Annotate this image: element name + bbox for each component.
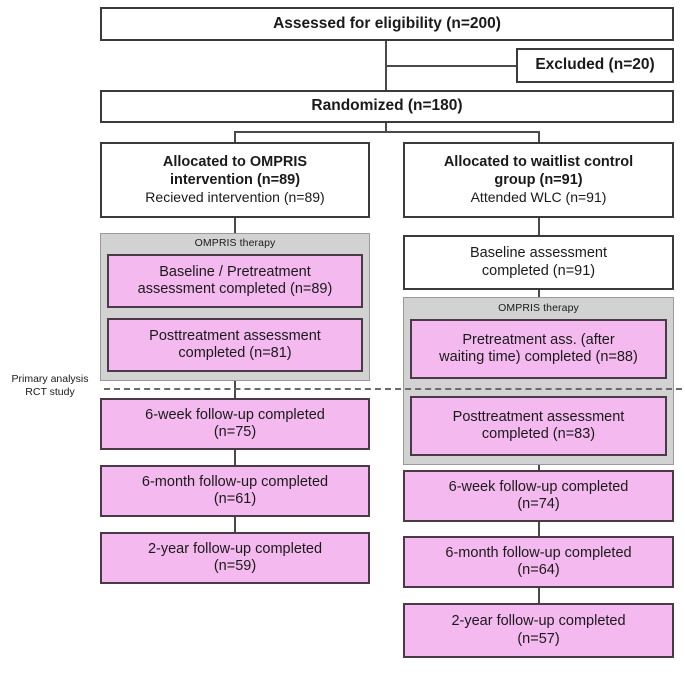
connector-right-6month-to-2year bbox=[538, 588, 540, 603]
left-allocation-line3: Recieved intervention (n=89) bbox=[145, 188, 325, 205]
connector-right-baseline-to-therapy bbox=[538, 290, 540, 297]
box-left-2year-followup: 2-year follow-up completed (n=59) bbox=[100, 532, 370, 584]
right-pretreatment-line2: waiting time) completed (n=88) bbox=[439, 349, 638, 365]
left-6month-line2: (n=61) bbox=[213, 491, 257, 507]
right-allocation-line3: Attended WLC (n=91) bbox=[470, 188, 607, 205]
box-right-pretreatment: Pretreatment ass. (after waiting time) c… bbox=[410, 319, 667, 379]
right-baseline-line1: Baseline assessment bbox=[469, 245, 607, 262]
box-right-allocation: Allocated to waitlist control group (n=9… bbox=[403, 142, 674, 218]
connector-randomization-split bbox=[234, 131, 540, 133]
box-right-6week-followup: 6-week follow-up completed (n=74) bbox=[403, 470, 674, 522]
primary-analysis-line2: RCT study bbox=[25, 386, 75, 399]
box-left-posttreatment: Posttreatment assessment completed (n=81… bbox=[107, 318, 363, 372]
left-6month-line1: 6-month follow-up completed bbox=[141, 473, 329, 490]
box-right-2year-followup: 2-year follow-up completed (n=57) bbox=[403, 603, 674, 658]
connector-randomized-stub bbox=[385, 123, 387, 132]
left-posttreatment-line2: completed (n=81) bbox=[178, 345, 292, 361]
right-6month-line1: 6-month follow-up completed bbox=[445, 544, 632, 561]
connector-to-excluded bbox=[385, 65, 516, 67]
connector-split-right bbox=[538, 131, 540, 143]
left-baseline-line2: assessment completed (n=89) bbox=[137, 281, 333, 297]
left-6week-line2: (n=75) bbox=[213, 424, 257, 440]
assessed-label: Assessed for eligibility (n=200) bbox=[273, 14, 501, 32]
connector-split-left bbox=[234, 131, 236, 143]
box-right-baseline: Baseline assessment completed (n=91) bbox=[403, 235, 674, 290]
box-assessed-for-eligibility: Assessed for eligibility (n=200) bbox=[100, 7, 674, 41]
connector-left-6week-to-6month bbox=[234, 450, 236, 465]
box-left-6month-followup: 6-month follow-up completed (n=61) bbox=[100, 465, 370, 517]
left-therapy-label: OMPRIS therapy bbox=[194, 237, 276, 249]
right-6week-line2: (n=74) bbox=[517, 496, 560, 512]
box-left-6week-followup: 6-week follow-up completed (n=75) bbox=[100, 398, 370, 450]
primary-analysis-cut-line bbox=[104, 388, 682, 390]
right-posttreatment-line2: completed (n=83) bbox=[481, 426, 596, 442]
right-2year-line1: 2-year follow-up completed bbox=[451, 613, 626, 630]
right-baseline-line2: completed (n=91) bbox=[481, 262, 596, 279]
right-6week-line1: 6-week follow-up completed bbox=[448, 478, 629, 495]
right-therapy-label: OMPRIS therapy bbox=[498, 302, 579, 314]
right-2year-line2: (n=57) bbox=[517, 630, 560, 647]
box-right-6month-followup: 6-month follow-up completed (n=64) bbox=[403, 536, 674, 588]
right-pretreatment-line1: Pretreatment ass. (after bbox=[462, 331, 615, 348]
box-right-posttreatment: Posttreatment assessment completed (n=83… bbox=[410, 396, 667, 456]
randomized-label: Randomized (n=180) bbox=[311, 97, 463, 115]
right-allocation-line2: group (n=91) bbox=[494, 171, 583, 188]
box-left-baseline-pretreatment: Baseline / Pretreatment assessment compl… bbox=[107, 254, 363, 308]
left-allocation-line1: Allocated to OMPRIS bbox=[162, 154, 308, 171]
left-2year-line1: 2-year follow-up completed bbox=[147, 540, 323, 557]
right-allocation-line1: Allocated to waitlist control bbox=[443, 154, 634, 171]
box-left-allocation: Allocated to OMPRIS intervention (n=89) … bbox=[100, 142, 370, 218]
primary-analysis-annotation: Primary analysis RCT study bbox=[6, 373, 94, 399]
connector-right-alloc-to-baseline bbox=[538, 218, 540, 235]
primary-analysis-line1: Primary analysis bbox=[11, 373, 89, 385]
box-excluded: Excluded (n=20) bbox=[516, 48, 674, 83]
left-2year-line2: (n=59) bbox=[213, 558, 257, 574]
box-randomized: Randomized (n=180) bbox=[100, 90, 674, 123]
left-6week-line1: 6-week follow-up completed bbox=[145, 406, 325, 423]
right-posttreatment-line1: Posttreatment assessment bbox=[452, 408, 625, 425]
excluded-label: Excluded (n=20) bbox=[535, 56, 655, 74]
left-posttreatment-line1: Posttreatment assessment bbox=[149, 327, 321, 344]
right-6month-line2: (n=64) bbox=[517, 562, 560, 578]
left-allocation-line2: intervention (n=89) bbox=[169, 171, 301, 188]
connector-left-alloc-to-therapy bbox=[234, 218, 236, 233]
connector-right-6week-to-6month bbox=[538, 522, 540, 536]
left-baseline-line1: Baseline / Pretreatment bbox=[159, 263, 311, 280]
connector-left-6month-to-2year bbox=[234, 517, 236, 532]
